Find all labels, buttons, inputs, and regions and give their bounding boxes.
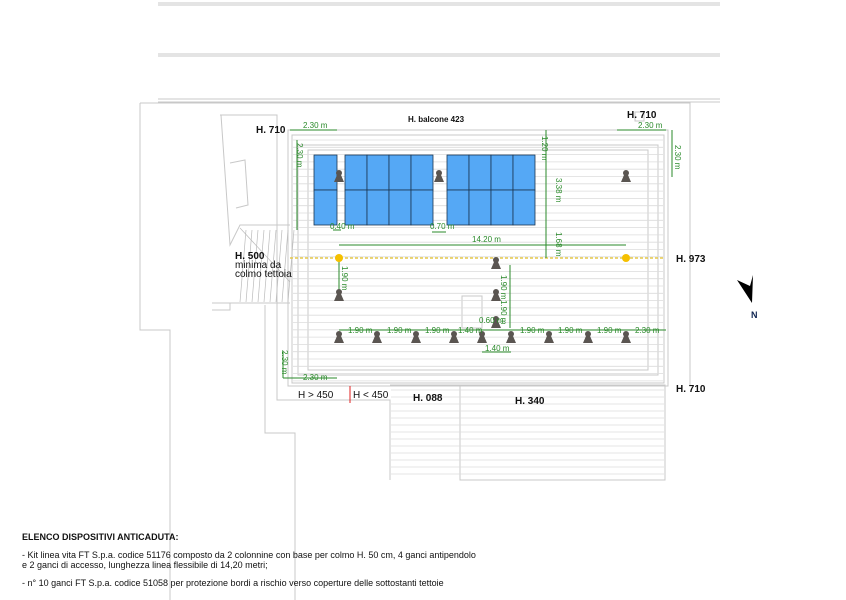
- dimension-label: 0.70 m: [430, 222, 455, 231]
- solar-panel: [512, 189, 536, 226]
- label-h-gt-450: H > 450: [298, 390, 334, 401]
- hook-icon: [411, 331, 421, 343]
- dimension-label: 1.40 m: [458, 326, 483, 335]
- dimension-label: 1.90 m: [597, 326, 622, 335]
- solar-panel: [446, 189, 470, 226]
- dimension-label: 1.90 m: [348, 326, 373, 335]
- tettoia-line: [275, 229, 283, 303]
- solar-panel: [388, 154, 412, 191]
- north-label: N: [751, 310, 758, 320]
- dimension-label: 1.90 m: [425, 326, 450, 335]
- dimension-label: 3.38 m: [554, 178, 563, 203]
- label-h-lt-450: H < 450: [353, 390, 389, 401]
- lifeline-column-left: [335, 254, 343, 262]
- solar-panel: [410, 189, 434, 226]
- dimension-lines: [282, 129, 673, 379]
- solar-panel: [446, 154, 470, 191]
- dimension-label: 2.30 m: [673, 145, 682, 170]
- solar-panel: [344, 154, 368, 191]
- dimension-label: 1.90 m: [387, 326, 412, 335]
- label-h710-top-right: H. 710: [627, 110, 657, 121]
- tettoia-hatching: [239, 227, 295, 303]
- tettoia-ridge: [239, 227, 291, 283]
- hook-icon: [334, 331, 344, 343]
- label-h500-line3: colmo tettoia: [235, 269, 292, 280]
- tettoia-line: [269, 229, 277, 303]
- label-h-balcone: H. balcone 423: [408, 115, 465, 124]
- dimension-label: 2.30 m: [303, 121, 328, 130]
- dimension-label: 2.30 m: [280, 350, 289, 375]
- dimension-label: 2.30 m: [635, 326, 660, 335]
- hook-icon: [491, 316, 501, 328]
- hook-icon: [434, 170, 444, 182]
- solar-panel: [490, 154, 514, 191]
- lifeline-column-right: [622, 254, 630, 262]
- hook-icon: [334, 170, 344, 182]
- label-h500-line2: minima da: [235, 260, 282, 271]
- solar-panels: [313, 154, 536, 226]
- dimension-label: 1.90 m: [499, 300, 508, 325]
- tettoia-line: [257, 229, 265, 303]
- dimension-label: 1.90 m: [499, 275, 508, 300]
- solar-panel: [388, 189, 412, 226]
- label-h973: H. 973: [676, 254, 706, 265]
- legend-title: ELENCO DISPOSITIVI ANTICADUTA:: [22, 532, 179, 542]
- tettoia-line: [287, 229, 295, 303]
- hook-icon: [621, 331, 631, 343]
- hook-icon: [506, 331, 516, 343]
- solar-panel: [512, 154, 536, 191]
- solar-panel: [313, 189, 338, 226]
- legend-item-1-line-2: e 2 ganci di accesso, lunghezza linea fl…: [22, 560, 268, 570]
- legend-item-1-line-1: - Kit linea vita FT S.p.a. codice 51176 …: [22, 550, 476, 560]
- hook-icon: [544, 331, 554, 343]
- hook-icon: [449, 331, 459, 343]
- label-h500: H. 500: [235, 251, 265, 262]
- legend-item-1: - Kit linea vita FT S.p.a. codice 51176 …: [22, 550, 476, 570]
- dimension-label: 2.30 m: [638, 121, 663, 130]
- tettoia-line: [263, 229, 271, 303]
- tettoia-line: [251, 229, 259, 303]
- solar-panel: [490, 189, 514, 226]
- solar-panel: [313, 154, 338, 191]
- label-h340: H. 340: [515, 396, 545, 407]
- dimension-label: 1.90 m: [520, 326, 545, 335]
- dimension-label: 0.60 m: [479, 316, 504, 325]
- tettoia-line: [281, 229, 289, 303]
- hook-icon: [372, 331, 382, 343]
- hook-icon: [477, 331, 487, 343]
- dimension-label: 1.20 m: [540, 136, 549, 161]
- solar-panel: [366, 189, 390, 226]
- solar-panel: [468, 154, 492, 191]
- building-outlines: [139, 2, 720, 600]
- solar-panel: [366, 154, 390, 191]
- fall-protection-legend: ELENCO DISPOSITIVI ANTICADUTA: - Kit lin…: [22, 532, 476, 596]
- hook-icon: [491, 257, 501, 269]
- solar-panel: [410, 154, 434, 191]
- dimension-label: 2.30 m: [303, 373, 328, 382]
- dimension-label: 1.90 m: [558, 326, 583, 335]
- dimension-label: 1.68 m: [554, 232, 563, 257]
- dimension-label: 2.30 m: [295, 143, 304, 168]
- dimension-label: 1.90 m: [340, 266, 349, 291]
- dimension-label: 1.40 m: [485, 344, 510, 353]
- north-arrow-icon: [737, 275, 753, 303]
- label-h710-bottom-right: H. 710: [676, 384, 706, 395]
- tettoia-line: [245, 229, 253, 303]
- hook-icon: [491, 289, 501, 301]
- legend-item-2: - n° 10 ganci FT S.p.a. codice 51058 per…: [22, 578, 444, 588]
- tettoia-line: [239, 229, 247, 303]
- hook-icon: [621, 170, 631, 182]
- solar-panel: [468, 189, 492, 226]
- anchor-hooks: [334, 170, 631, 343]
- label-h088: H. 088: [413, 393, 443, 404]
- solar-panel: [344, 189, 368, 226]
- label-h710-left: H. 710: [256, 125, 286, 136]
- dimension-label: 0.40 m: [330, 222, 355, 231]
- hook-icon: [583, 331, 593, 343]
- north-arrow: N: [737, 275, 758, 320]
- dimension-label: 14.20 m: [472, 235, 501, 244]
- hook-icon: [334, 289, 344, 301]
